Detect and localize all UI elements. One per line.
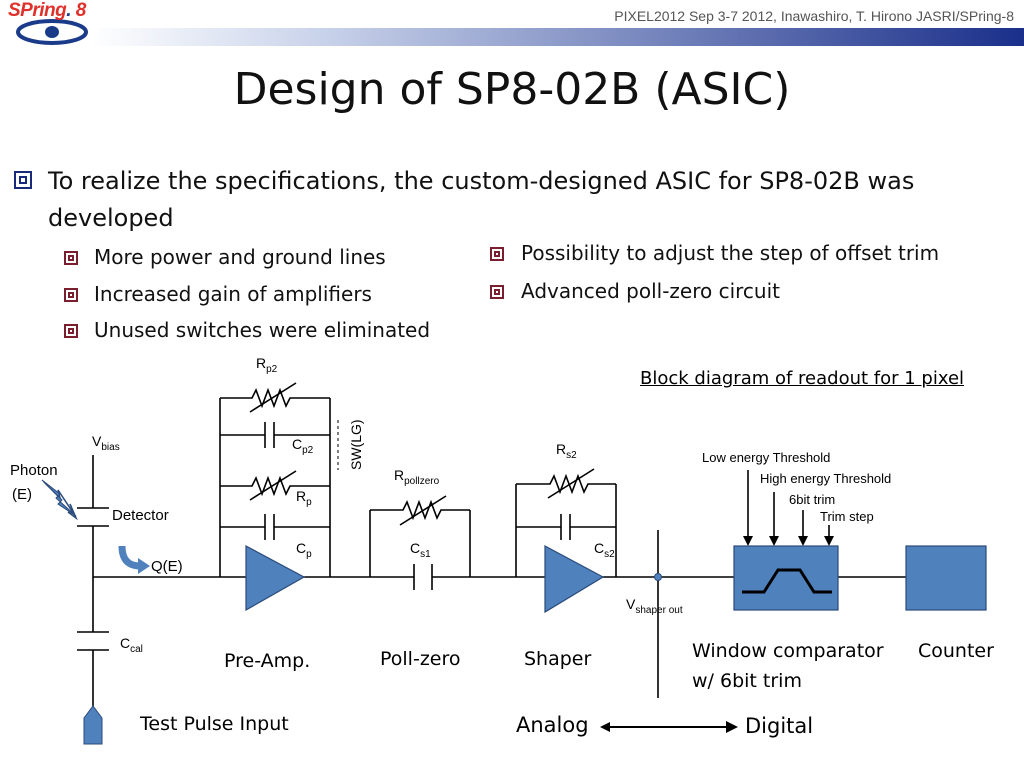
rp-resistor: [220, 475, 330, 497]
rpz-variable-arrow: [399, 495, 447, 526]
conference-info: PIXEL2012 Sep 3-7 2012, Inawashiro, T. H…: [614, 8, 1014, 24]
analog-label: Analog: [516, 713, 589, 737]
spring8-logo: SPring. 8: [2, 0, 98, 46]
rs2-label: Rs2: [556, 441, 577, 461]
cp2-label: Cp2: [292, 436, 314, 456]
cp-label: Cp: [296, 540, 312, 560]
shaper-triangle: [544, 544, 605, 614]
rs2-variable-arrow: [547, 468, 595, 499]
main-bullet-icon: [14, 171, 32, 189]
page-title: Design of SP8-02B (ASIC): [233, 64, 791, 115]
right-bullet-1: Possibility to adjust the step of offset…: [521, 241, 940, 265]
cs2-label: Cs2: [594, 540, 615, 560]
test-pulse-connector-icon: [83, 705, 103, 745]
sub-bullet-icon: [490, 285, 504, 299]
header-band: SPring. 8 PIXEL2012 Sep 3-7 2012, Inawas…: [0, 0, 1024, 46]
main-bullet-text: To realize the specifications, the custo…: [48, 167, 915, 232]
window-comparator-block: [733, 545, 839, 611]
left-bullet-2: Increased gain of amplifiers: [94, 282, 372, 306]
shaper-out-node: [654, 573, 662, 581]
left-bullet-3: Unused switches were eliminated: [94, 318, 431, 342]
sub-bullet-icon: [64, 251, 78, 265]
header-decoration: [16, 19, 1024, 46]
low-threshold-label: Low energy Threshold: [702, 450, 831, 465]
photon-bolt-head: [67, 503, 78, 521]
rp-variable-arrow: [249, 470, 297, 501]
left-bullet-1: More power and ground lines: [94, 245, 386, 269]
pollzero-stage-label: Poll-zero: [380, 648, 461, 670]
photon-energy-label: (E): [12, 486, 32, 503]
charge-arrow-icon: [118, 545, 141, 570]
rp-label: Rp: [296, 488, 312, 508]
sub-bullet-icon: [490, 247, 504, 261]
vbias-label: Vbias: [92, 433, 120, 453]
detector-label: Detector: [112, 507, 169, 524]
cs1-label: Cs1: [410, 540, 431, 560]
rpollzero-label: Rpollzero: [394, 467, 440, 487]
vshaper-label: Vshaper out: [626, 596, 683, 616]
rs2-resistor: [516, 473, 616, 495]
sub-bullet-icon: [64, 288, 78, 302]
logo-text: SPring. 8: [8, 0, 86, 21]
preamp-stage-label: Pre-Amp.: [224, 650, 311, 672]
rp2-label: Rp2: [256, 355, 278, 375]
window-function-icon: [742, 568, 832, 594]
photon-icon: [41, 479, 77, 517]
high-threshold-label: High energy Threshold: [760, 471, 892, 486]
ccal-label: Ccal: [120, 635, 143, 655]
rp2-variable-arrow: [249, 382, 297, 413]
right-bullet-2: Advanced poll-zero circuit: [521, 279, 780, 303]
sub-bullet-icon: [64, 324, 78, 338]
preamp-triangle: [245, 544, 306, 612]
trim-step-label: Trim step: [820, 509, 874, 524]
counter-stage-label: Counter: [918, 640, 994, 662]
sw-lg-label: SW(LG): [348, 419, 364, 470]
comparator-stage-label-2: w/ 6bit trim: [692, 670, 802, 692]
rpz-resistor: [370, 499, 470, 521]
charge-arrow-head-icon: [138, 558, 150, 574]
comparator-stage-label-1: Window comparator: [692, 640, 884, 662]
shaper-stage-label: Shaper: [524, 648, 592, 670]
counter-block: [905, 545, 987, 611]
photon-label: Photon: [10, 462, 58, 479]
test-pulse-label: Test Pulse Input: [140, 713, 289, 735]
bit6-trim-label: 6bit trim: [789, 492, 836, 507]
rp2-resistor: [220, 387, 330, 409]
diagram-caption: Block diagram of readout for 1 pixel: [640, 368, 965, 389]
digital-label: Digital: [745, 714, 814, 738]
charge-label: Q(E): [151, 558, 183, 575]
